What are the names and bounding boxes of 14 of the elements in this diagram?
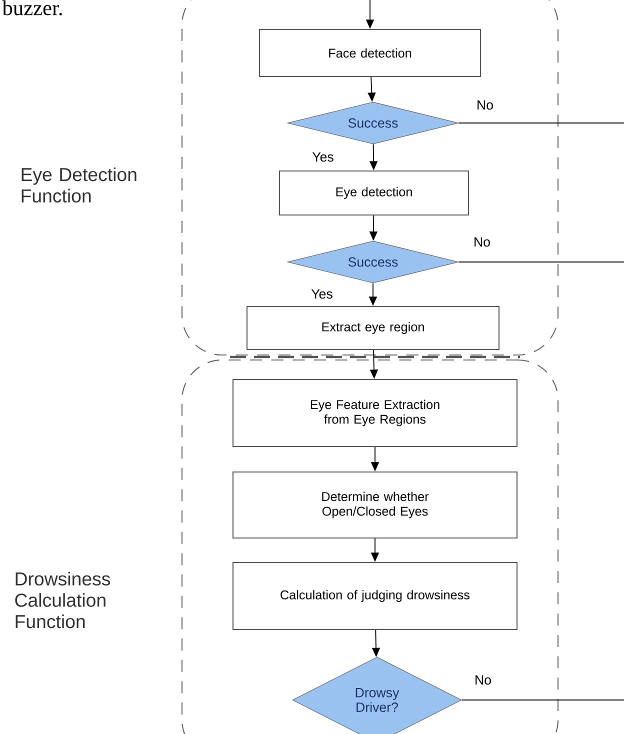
edge-label: No [475,99,495,111]
process-box: Calculation of judging drowsiness [232,562,518,630]
edge-label: Yes [310,288,334,300]
region-heading: Eye Detection Function [22,167,136,203]
page-text: buzzer. [2,0,62,16]
edge-label: No [473,674,493,686]
process-box: Determine whether Open/Closed Eyes [232,471,518,539]
process-box: Eye Feature Extraction from Eye Regions [232,378,518,448]
edge-label: Yes [310,151,336,163]
process-box: Eye detection [278,170,470,216]
process-box: Extract eye region [246,306,500,350]
edge-label: No [472,236,492,248]
region-heading: Drowsiness Calculation Function [15,572,110,628]
process-box: Face detection [258,28,482,78]
